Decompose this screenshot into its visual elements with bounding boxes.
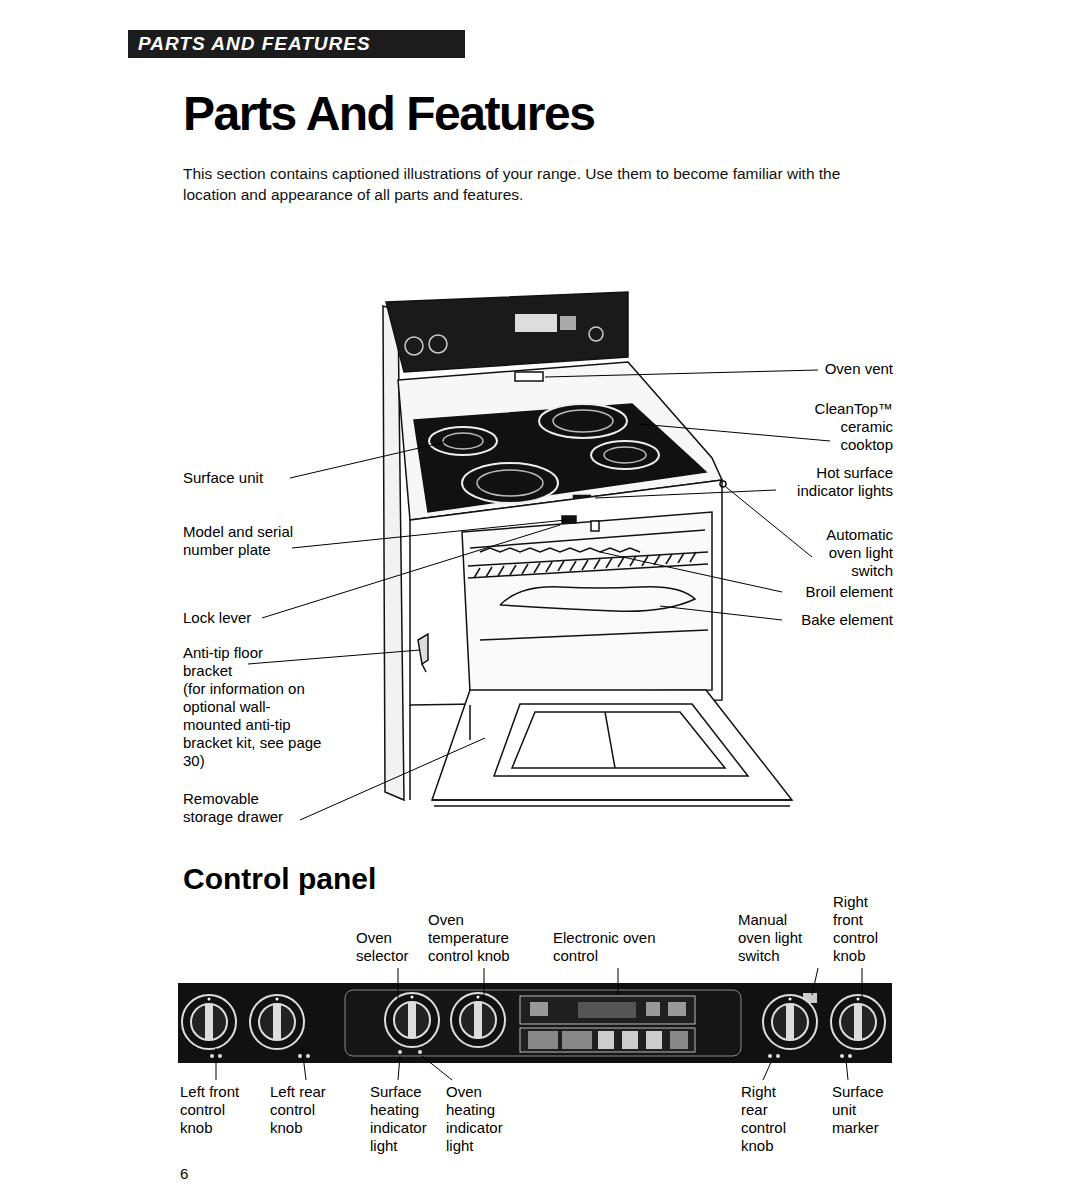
- page-title: Parts And Features: [183, 86, 594, 142]
- part-label: Broil element: [783, 583, 893, 601]
- control-label: Left front control knob: [180, 1083, 252, 1137]
- control-label: Surface heating indicator light: [370, 1083, 440, 1155]
- control-label: Left rear control knob: [270, 1083, 342, 1137]
- part-label: Removable storage drawer: [183, 790, 295, 826]
- part-label: Bake element: [783, 611, 893, 629]
- control-label: Surface unit marker: [832, 1083, 894, 1137]
- control-label: Manual oven light switch: [738, 911, 818, 965]
- leader-lines: [248, 370, 830, 820]
- part-label: Automatic oven light switch: [811, 526, 893, 580]
- control-knob: [250, 995, 304, 1049]
- note-text: (for information on optional wall- mount…: [183, 680, 323, 770]
- panel-leader-lines: [216, 968, 862, 1080]
- part-label: Hot surface indicator lights: [778, 464, 893, 500]
- part-label: Anti-tip floor bracket: [183, 644, 283, 680]
- banner-text: PARTS AND FEATURES: [138, 33, 371, 55]
- part-label: Model and serial number plate: [183, 523, 313, 559]
- control-knob: [182, 995, 236, 1049]
- control-panel: [178, 983, 892, 1063]
- section-heading: Control panel: [183, 862, 483, 896]
- control-knob: [385, 993, 439, 1047]
- page-number: 6: [180, 1165, 210, 1183]
- control-label: Right rear control knob: [741, 1083, 801, 1155]
- control-knob: [831, 995, 885, 1049]
- control-knob: [763, 995, 817, 1049]
- control-label: Oven heating indicator light: [446, 1083, 516, 1155]
- part-label: CleanTop™ ceramic cooktop: [808, 400, 893, 454]
- control-label: Oven selector: [356, 929, 422, 965]
- part-label: Surface unit: [183, 469, 293, 487]
- control-label: Right front control knob: [833, 893, 891, 965]
- control-label: Oven temperature control knob: [428, 911, 532, 965]
- control-knob: [451, 993, 505, 1047]
- control-label: Electronic oven control: [553, 929, 678, 965]
- header-banner: PARTS AND FEATURES: [128, 30, 465, 58]
- intro-text: This section contains captioned illustra…: [183, 163, 898, 205]
- range-body: [383, 292, 792, 806]
- part-label: Lock lever: [183, 609, 283, 627]
- part-label: Oven vent: [803, 360, 893, 378]
